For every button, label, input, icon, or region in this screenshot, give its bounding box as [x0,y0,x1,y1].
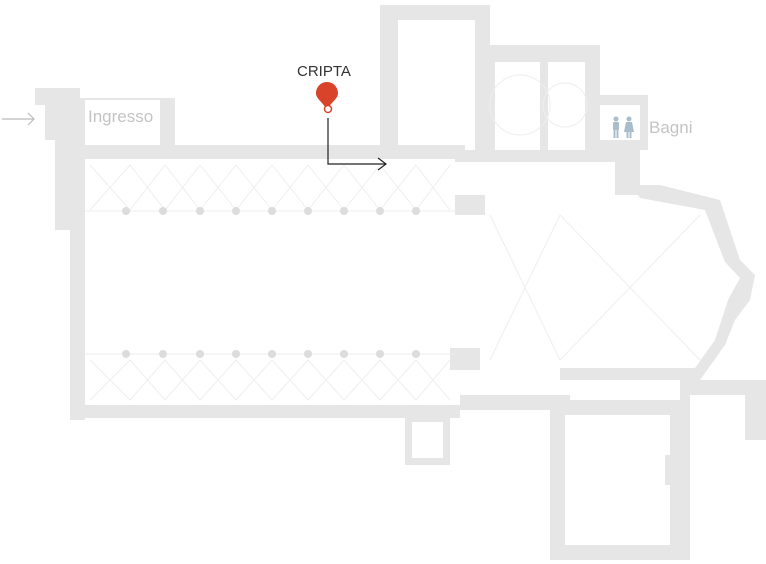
route-arrow-icon [327,118,387,171]
walls [35,5,766,560]
columns [122,207,420,358]
bathrooms-label: Bagni [649,118,693,137]
map-pin-icon[interactable] [316,82,338,114]
entrance-label: Ingresso [88,107,154,126]
arrow-right-icon [2,112,35,126]
restroom-icon [613,116,634,138]
crypt-label[interactable]: CRIPTA [297,63,351,80]
